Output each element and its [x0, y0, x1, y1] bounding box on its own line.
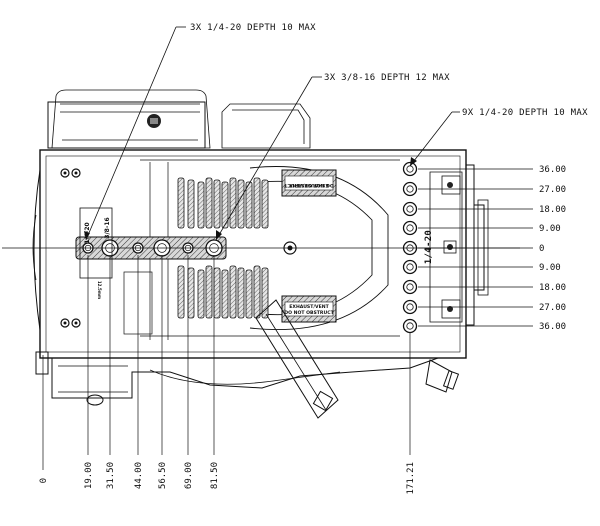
- bottom-dimension-label: 19.00: [84, 462, 94, 489]
- bottom-dimensions: 0 19.00 31.50 44.00 56.50 69.00 81.50 171.21: [39, 255, 416, 495]
- vent-slots-bottom: [177, 265, 269, 319]
- callout-right: 9X 1/4-20 DEPTH 10 MAX: [409, 108, 588, 167]
- vent-slot: [229, 177, 237, 229]
- rail-quarter-20-hole: [402, 181, 418, 197]
- bottom-dimension-label: 81.50: [210, 462, 220, 489]
- rail-hole-thread-ring: [406, 205, 414, 213]
- rail-quarter-20-hole: [402, 220, 418, 236]
- exhaust-sticker-top: EXHAUST/VENT DO NOT OBSTRUCT: [281, 169, 337, 197]
- rail-quarter-20-hole: [402, 279, 418, 295]
- vent-slot: [229, 265, 237, 319]
- right-dimension-label: 27.00: [539, 185, 566, 195]
- sticker-top-line1: EXHAUST/VENT: [288, 182, 328, 188]
- vent-slot: [237, 267, 245, 319]
- sticker-top-line2: DO NOT OBSTRUCT: [283, 182, 333, 188]
- callout-top: 3X 1/4-20 DEPTH 10 MAX: [84, 23, 316, 241]
- camera-body: [32, 149, 489, 359]
- bottom-dimension-label: 0: [39, 478, 49, 483]
- vent-slot: [205, 177, 213, 229]
- right-dimension-label: 18.00: [539, 205, 566, 215]
- rail-quarter-20-hole: [402, 299, 418, 315]
- vent-slot: [253, 265, 261, 319]
- screw-pair-top-left: [60, 168, 81, 178]
- sticker-bottom-line2: DO NOT OBSTRUCT: [284, 310, 334, 316]
- bottom-dimension-label: 56.50: [158, 462, 168, 489]
- right-dimension-label: 0: [539, 244, 544, 254]
- callout-middle-text: 3X 3/8-16 DEPTH 12 MAX: [324, 73, 450, 83]
- vent-slot: [261, 179, 269, 229]
- vent-slot: [245, 181, 253, 229]
- bottom-dimension-label: 44.00: [134, 462, 144, 489]
- screw-pair-bottom-left: [60, 318, 81, 328]
- rail-quarter-20-hole: [402, 201, 418, 217]
- vent-slot: [261, 267, 269, 319]
- vent-slot: [237, 179, 245, 229]
- vent-slot: [177, 265, 185, 319]
- sticker-bottom-line1: EXHAUST/VENT: [289, 304, 329, 310]
- right-dimension-label: 36.00: [539, 165, 566, 175]
- vent-slot: [205, 265, 213, 319]
- rail-hole-thread-ring: [406, 263, 414, 271]
- rail-hole-thread-ring: [406, 303, 414, 311]
- exhaust-sticker-bottom: EXHAUST/VENT DO NOT OBSTRUCT: [281, 295, 337, 323]
- right-dimension-label: 9.00: [539, 224, 561, 234]
- vent-slot: [177, 177, 185, 229]
- top-handle: [47, 89, 311, 149]
- vent-slot: [221, 269, 229, 319]
- vent-slot: [187, 267, 195, 319]
- rail-quarter-20-hole: [402, 259, 418, 275]
- vent-slot: [187, 179, 195, 229]
- label-small-note: 12.5mm: [97, 281, 102, 299]
- bottom-dimension-label: 31.50: [106, 462, 116, 489]
- rail-holes: [402, 161, 418, 334]
- rail-quarter-20-hole: [402, 161, 418, 177]
- right-dimension-label: 9.00: [539, 263, 561, 273]
- vent-slots-top: [177, 177, 269, 229]
- vent-slot: [221, 181, 229, 229]
- right-dimensions: 36.00 27.00 18.00 9.00 0 9.00 18.00 27.00 36.00: [418, 165, 566, 332]
- rail-hole-thread-ring: [406, 224, 414, 232]
- bottom-grip: [35, 299, 460, 419]
- callout-top-text: 3X 1/4-20 DEPTH 10 MAX: [190, 23, 316, 33]
- label-three-eighths-16: 3/8-16: [104, 217, 111, 238]
- rail-quarter-20-hole: [402, 318, 418, 334]
- vent-slot: [197, 181, 205, 229]
- label-rail-quarter-20: 1/4-20: [424, 230, 434, 264]
- right-dimension-label: 18.00: [539, 283, 566, 293]
- vent-slot: [253, 177, 261, 229]
- right-dimension-label: 27.00: [539, 303, 566, 313]
- rail-hole-thread-ring: [406, 185, 414, 193]
- rail-hole-thread-ring: [406, 322, 414, 330]
- bottom-dimension-label: 171.21: [406, 462, 416, 495]
- right-dimension-label: 36.00: [539, 322, 566, 332]
- vent-slot: [197, 269, 205, 319]
- vent-slot: [213, 179, 221, 229]
- callout-right-text: 9X 1/4-20 DEPTH 10 MAX: [462, 108, 588, 118]
- rail-hole-thread-ring: [406, 283, 414, 291]
- vent-slot: [245, 269, 253, 319]
- vent-slot: [213, 267, 221, 319]
- callout-middle: 3X 3/8-16 DEPTH 12 MAX: [215, 73, 450, 241]
- bottom-dimension-label: 69.00: [184, 462, 194, 489]
